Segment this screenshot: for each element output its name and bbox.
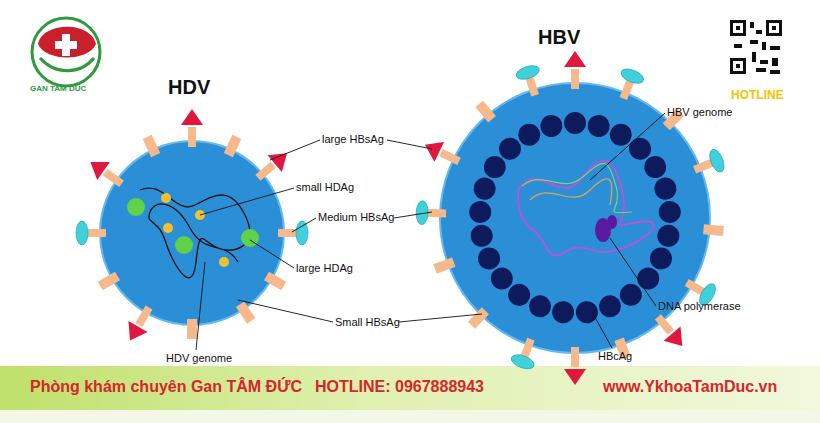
hbv-spikes — [416, 51, 727, 385]
part-label: Small HBsAg — [335, 316, 400, 329]
footer-text: www.YkhoaTamDuc.vn — [603, 378, 777, 396]
virus-title: HBV — [538, 26, 580, 49]
clinic-logo — [32, 18, 100, 86]
part-label: small HDAg — [296, 181, 354, 194]
virion-envelope — [100, 22, 285, 327]
logo-text: GAN TAM DUC — [30, 84, 86, 94]
footer-text: HOTLINE: 0967888943 — [315, 378, 484, 396]
footer-text: Phòng khám chuyên Gan TÂM ĐỨC — [30, 378, 302, 396]
part-label: HBcAg — [598, 350, 632, 363]
envelope-circle — [440, 83, 710, 353]
hbv-virion: HBV — [440, 20, 710, 355]
hotline-tag: HOTLINE — [731, 88, 784, 102]
part-label: HDV genome — [166, 352, 232, 365]
hdv-spikes — [76, 109, 308, 346]
footer-strip — [0, 410, 820, 423]
qr-code — [728, 18, 784, 76]
virus-title: HDV — [168, 76, 210, 99]
envelope-circle — [100, 141, 284, 325]
part-label: Medium HBsAg — [318, 211, 394, 224]
virion-envelope — [440, 20, 710, 355]
part-label: HBV genome — [667, 106, 732, 119]
part-label: large HDAg — [296, 262, 353, 275]
hdv-virion: HDV — [100, 22, 285, 327]
part-label: large HBsAg — [322, 133, 384, 146]
footer-band: Phòng khám chuyên Gan TÂM ĐỨC HOTLINE: 09… — [0, 366, 820, 410]
